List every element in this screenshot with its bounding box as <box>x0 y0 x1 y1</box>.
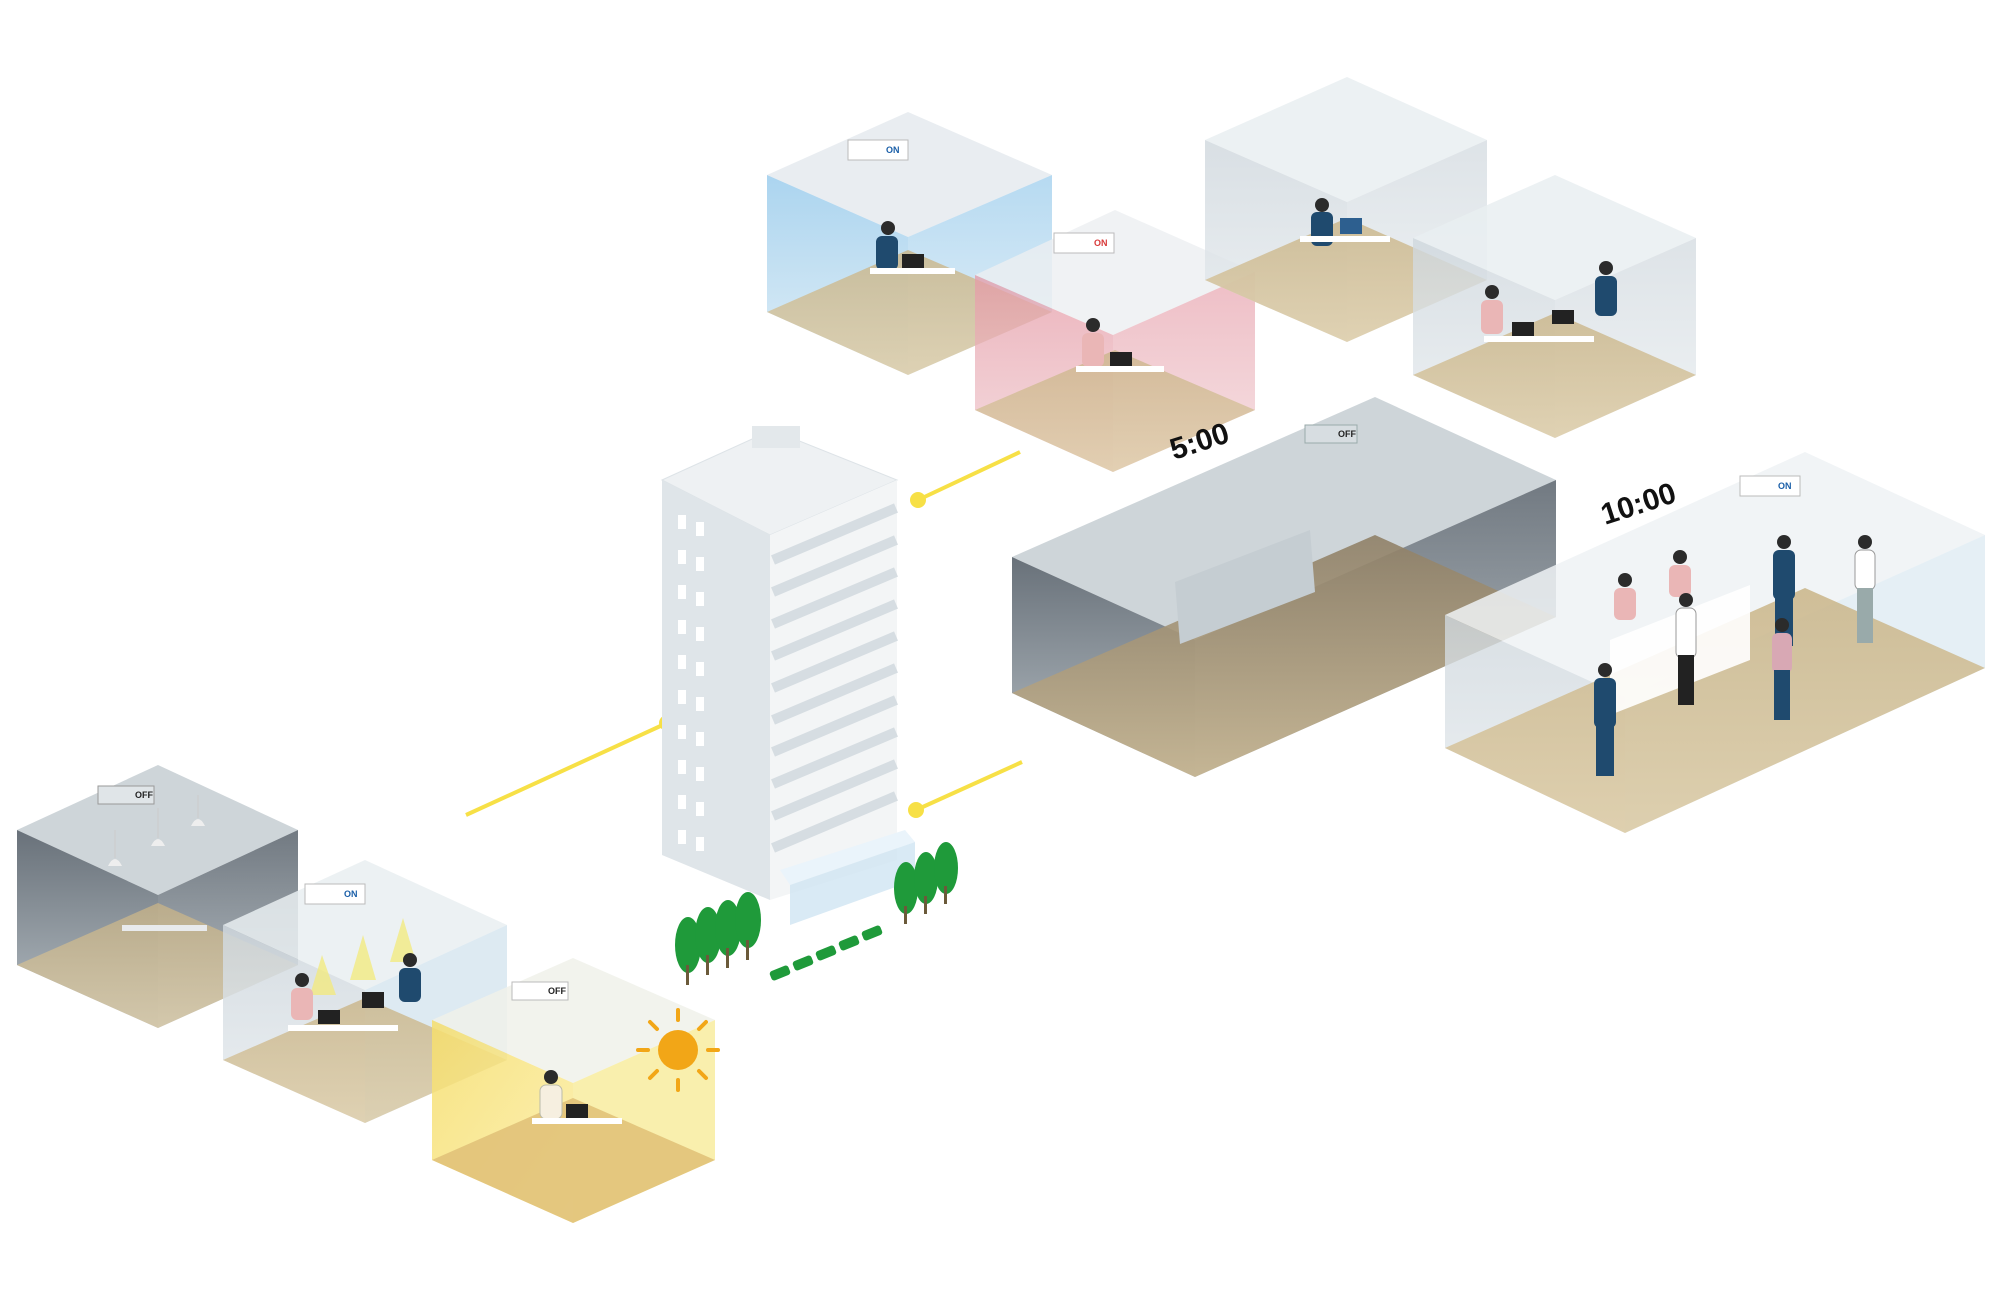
hedge-row <box>769 925 883 981</box>
ac-state-label: ON <box>1778 481 1792 491</box>
ac-state-label: ON <box>1094 238 1108 248</box>
person-icon <box>876 221 898 270</box>
air-conditioner-icon: OFF <box>1304 424 1358 444</box>
desk <box>288 1025 398 1031</box>
ac-state-label: OFF <box>1338 429 1356 439</box>
person-icon <box>1595 261 1617 316</box>
person-icon <box>1772 618 1792 720</box>
desk <box>532 1118 622 1124</box>
building-icon <box>660 426 915 925</box>
person-icon <box>539 1070 563 1120</box>
air-conditioner-icon: ON <box>304 883 366 905</box>
person-icon <box>1669 550 1691 597</box>
connector-top-dot <box>910 492 926 508</box>
reception-counter <box>1175 530 1315 644</box>
ac-state-label: ON <box>344 889 358 899</box>
room-sunny-office: OFF <box>432 958 720 1223</box>
laptop-icon <box>1110 352 1132 366</box>
connector-left <box>465 721 668 817</box>
laptop-icon <box>566 1104 588 1118</box>
pendant-lamp-icon <box>310 918 416 995</box>
air-conditioner-icon: ON <box>1739 475 1801 497</box>
room-warm-office: ON <box>975 210 1255 472</box>
laptop-icon <box>1340 218 1362 234</box>
ac-state-label: OFF <box>548 986 566 996</box>
tree-group-left <box>675 892 761 985</box>
room-empty-dark-hall: OFF <box>1012 397 1556 777</box>
ac-state-label: ON <box>886 145 900 155</box>
ac-state-label: OFF <box>135 790 153 800</box>
air-conditioner-icon: OFF <box>511 981 569 1001</box>
laptop-icon <box>902 254 924 268</box>
person-icon <box>1082 318 1104 367</box>
person-icon <box>1594 663 1616 776</box>
air-conditioner-icon: OFF <box>97 785 155 805</box>
desk <box>122 925 207 931</box>
desk <box>1076 366 1164 372</box>
air-conditioner-icon: ON <box>1053 232 1115 254</box>
room-lobby: ON <box>1445 452 1985 833</box>
laptop-icon <box>1512 310 1574 336</box>
desk <box>870 268 955 274</box>
person-icon <box>1854 535 1876 643</box>
connector-top <box>917 450 1021 502</box>
pendant-lamp-icon <box>108 795 205 866</box>
tree-icon <box>675 842 958 985</box>
connector-right <box>915 760 1023 812</box>
person-icon <box>291 973 313 1020</box>
person-icon <box>1675 593 1697 705</box>
laptop-icon <box>318 992 384 1024</box>
tree-group-right <box>894 842 958 924</box>
desk <box>1300 236 1390 242</box>
room-meeting-neutral <box>1413 175 1696 438</box>
person-icon <box>1614 573 1636 620</box>
desk <box>1484 336 1594 342</box>
air-conditioner-icon: ON <box>847 139 909 161</box>
connector-right-dot <box>908 802 924 818</box>
sun-icon <box>636 1008 720 1092</box>
person-icon <box>399 953 421 1002</box>
person-icon <box>1481 285 1503 334</box>
